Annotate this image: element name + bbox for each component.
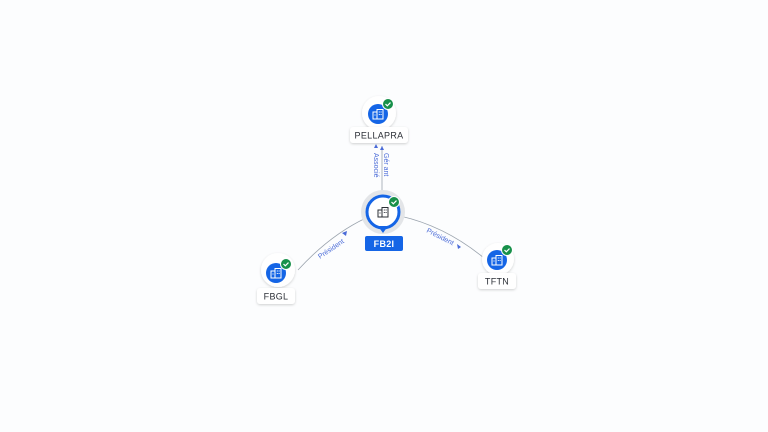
- node-label-tftn: TFTN: [485, 277, 509, 287]
- check-icon: [388, 196, 400, 208]
- edge-label-to-tftn: Président: [425, 228, 455, 248]
- center-label: FB2I: [374, 239, 395, 249]
- check-icon: [382, 98, 394, 110]
- node-label-box: [257, 288, 295, 304]
- node-tftn[interactable]: TFTN: [478, 243, 516, 289]
- check-icon: [280, 258, 292, 270]
- node-fbgl[interactable]: FBGL: [257, 253, 295, 304]
- node-label-pellapra: PELLAPRA: [355, 131, 404, 141]
- center-label-box: [365, 236, 403, 251]
- edge-label-to-fbgl: Président: [317, 238, 345, 260]
- node-label-box: [350, 127, 408, 143]
- node-label-fbgl: FBGL: [264, 292, 289, 302]
- edge-to-fbgl: Président: [297, 217, 367, 271]
- edge-to-pellapra: Gér ant Associé: [372, 144, 389, 196]
- node-pellapra[interactable]: PELLAPRA: [350, 96, 408, 143]
- check-icon: [501, 244, 513, 256]
- node-label-box: [478, 273, 516, 289]
- center-node-fb2i[interactable]: FB2I: [361, 190, 405, 251]
- edge-to-tftn: Président: [399, 215, 485, 259]
- edge-label-to-pellapra: Gér ant: [382, 153, 389, 176]
- edge-label-to-pellapra-2: Associé: [372, 153, 379, 178]
